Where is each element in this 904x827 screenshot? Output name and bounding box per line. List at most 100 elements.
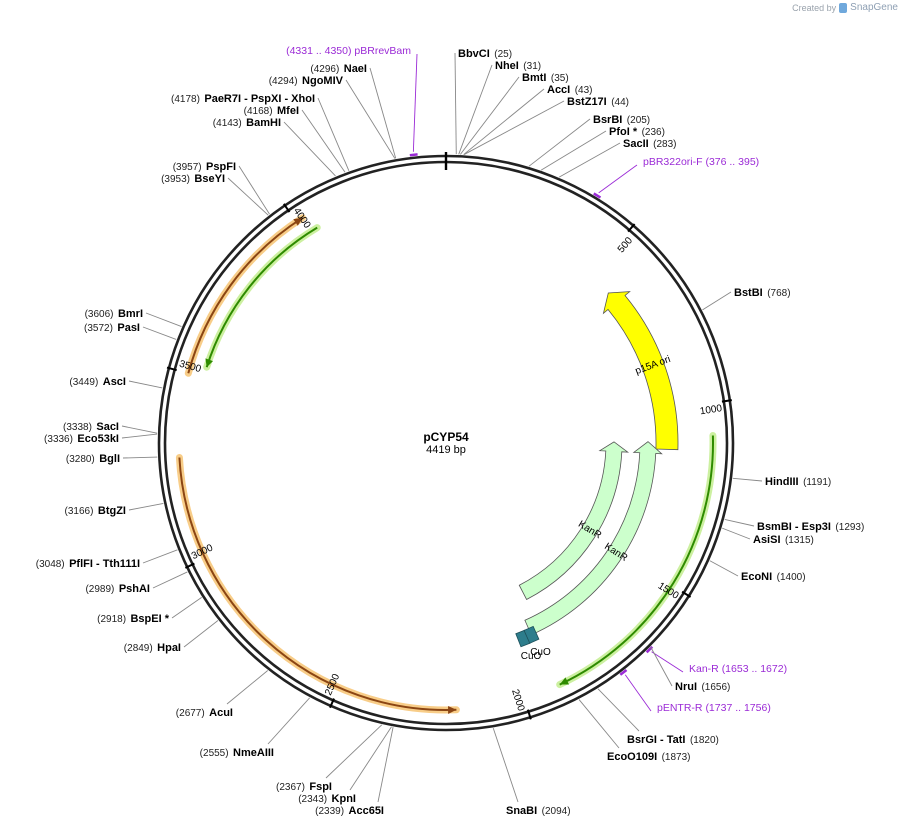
enzyme-position: (3449) [69,377,98,388]
enzyme-label[interactable]: (3048) PflFI - Tth111I [36,554,140,571]
enzyme-position: (3953) [161,174,190,185]
enzyme-label[interactable]: (4296) NaeI [310,59,367,76]
enzyme-name[interactable]: PflFI - Tth111I [69,558,140,570]
enzyme-name[interactable]: HpaI [157,642,181,654]
enzyme-label[interactable]: (3606) BmrI [85,304,143,321]
enzyme-label[interactable]: (4143) BamHI [213,113,281,130]
enzyme-label[interactable]: SnaBI (2094) [506,801,571,818]
enzyme-name[interactable]: Eco53kI [77,433,119,445]
enzyme-leader [349,726,392,791]
enzyme-name[interactable]: EcoO109I [607,751,657,763]
enzyme-name[interactable]: BstZ17I [567,96,607,108]
enzyme-label[interactable]: SacII (283) [623,134,677,151]
enzyme-name[interactable]: PfoI * [609,126,638,138]
enzyme-name[interactable]: AcuI [209,707,233,719]
enzyme-name[interactable]: AscI [103,376,126,388]
enzyme-label[interactable]: (2555) NmeAIII [200,743,274,760]
enzyme-name[interactable]: EcoNI [741,571,772,583]
enzyme-name[interactable]: SnaBI [506,805,537,817]
enzyme-position: (283) [653,139,676,150]
enzyme-name[interactable]: PshAI [119,583,150,595]
enzyme-name[interactable]: BmtI [522,72,546,84]
enzyme-name[interactable]: MfeI [277,105,299,117]
enzyme-leader [301,109,346,173]
enzyme-label[interactable]: (3449) AscI [69,372,126,389]
enzyme-name[interactable]: BsmBI - Esp3I [757,521,831,533]
enzyme-label[interactable]: (4168) MfeI [244,101,299,118]
enzyme-label[interactable]: EcoO109I (1873) [607,747,691,764]
enzyme-name[interactable]: KpnI [332,793,356,805]
enzyme-label[interactable]: BsrGI - TatI (1820) [627,730,719,747]
primer-mark [409,153,418,157]
enzyme-label[interactable]: (2339) Acc65I [315,801,384,818]
enzyme-label[interactable]: (3338) SacI [63,417,119,434]
enzyme-label[interactable]: (2989) PshAI [85,579,150,596]
enzyme-name[interactable]: HindIII [765,476,799,488]
enzyme-label[interactable]: (2367) FspI [276,777,332,794]
enzyme-name[interactable]: BsrBI [593,114,622,126]
enzyme-label[interactable]: (2677) AcuI [176,703,233,720]
enzyme-label[interactable]: EcoNI (1400) [741,567,806,584]
enzyme-label[interactable]: BbvCI (25) [458,44,512,61]
enzyme-position: (236) [642,127,665,138]
enzyme-layer: BbvCI (25)NheI (31)BmtI (35)AccI (43)Bst… [36,44,865,818]
enzyme-label[interactable]: BstZ17I (44) [567,92,629,109]
enzyme-name[interactable]: BstBI [734,287,763,299]
enzyme-position: (1315) [785,535,814,546]
enzyme-name[interactable]: FspI [309,781,332,793]
enzyme-label[interactable]: (3280) BglI [66,449,120,466]
enzyme-label[interactable]: BsrBI (205) [593,110,650,127]
enzyme-label[interactable]: (2343) KpnI [298,789,356,806]
enzyme-label[interactable]: (2918) BspEI * [97,609,170,626]
enzyme-name[interactable]: NgoMIV [302,75,344,87]
enzyme-leader [171,596,202,619]
enzyme-name[interactable]: PspFI [206,161,236,173]
enzyme-name[interactable]: BbvCI [458,48,490,60]
enzyme-position: (2339) [315,806,344,817]
enzyme-name[interactable]: AsiSI [753,534,781,546]
enzyme-leader [463,88,545,155]
enzyme-name[interactable]: SacI [96,421,119,433]
enzyme-name[interactable]: NmeAIII [233,747,274,759]
orf-4-arrowhead [205,358,213,368]
enzyme-name[interactable]: BspEI * [130,613,169,625]
enzyme-label[interactable]: BstBI (768) [734,283,791,300]
enzyme-label[interactable]: (3572) PasI [84,318,140,335]
enzyme-name[interactable]: BamHI [246,117,281,129]
enzyme-name[interactable]: BsrGI - TatI [627,734,685,746]
orf-2-arrowhead [448,705,457,714]
enzyme-position: (4296) [310,64,339,75]
enzyme-name[interactable]: SacII [623,138,649,150]
enzyme-label[interactable]: PfoI * (236) [609,122,665,139]
enzyme-position: (2989) [85,584,114,595]
enzyme-name[interactable]: BmrI [118,308,143,320]
enzyme-name[interactable]: PasI [117,322,140,334]
enzyme-label[interactable]: HindIII (1191) [765,472,831,489]
enzyme-name[interactable]: BglI [99,453,120,465]
enzyme-label[interactable]: (4178) PaeR7I - PspXI - XhoI [171,89,315,106]
enzyme-label[interactable]: (2849) HpaI [124,638,181,655]
enzyme-label[interactable]: BmtI (35) [522,68,569,85]
enzyme-label[interactable]: (3957) PspFI [173,157,236,174]
enzyme-label[interactable]: NheI (31) [495,56,541,73]
enzyme-name[interactable]: Acc65I [349,805,384,817]
enzyme-name[interactable]: NheI [495,60,519,72]
enzyme-label[interactable]: AccI (43) [547,80,593,97]
enzyme-name[interactable]: NruI [675,681,697,693]
enzyme-label[interactable]: AsiSI (1315) [753,530,814,547]
enzyme-label[interactable]: BsmBI - Esp3I (1293) [757,517,864,534]
enzyme-name[interactable]: BseYI [194,173,225,185]
enzyme-label[interactable]: (3953) BseYI [161,169,225,186]
enzyme-name[interactable]: AccI [547,84,570,96]
enzyme-label[interactable]: (4294) NgoMIV [269,71,344,88]
kanr-inner-arrow [518,441,630,601]
enzyme-name[interactable]: NaeI [344,63,367,75]
enzyme-label[interactable]: (3336) Eco53kI [44,429,119,446]
enzyme-leader [227,177,269,216]
enzyme-label[interactable]: (3166) BtgZI [65,501,126,518]
enzyme-position: (1656) [701,682,730,693]
enzyme-label[interactable]: NruI (1656) [675,677,730,694]
enzyme-name[interactable]: BtgZI [98,505,126,517]
enzyme-position: (4294) [269,76,298,87]
enzyme-name[interactable]: PaeR7I - PspXI - XhoI [204,93,315,105]
